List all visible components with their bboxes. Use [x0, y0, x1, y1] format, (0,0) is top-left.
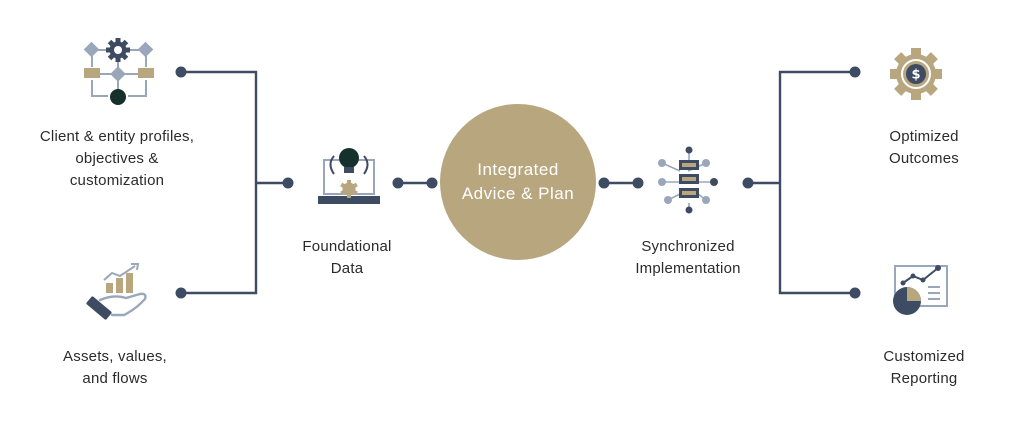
report-trend-point	[920, 277, 926, 283]
network-node	[685, 206, 693, 214]
label-line: and flows	[82, 370, 148, 387]
connector-dots	[175, 66, 861, 299]
lightbulb-base	[344, 167, 354, 173]
trend-arrow	[103, 265, 136, 281]
label-line: Data	[330, 260, 364, 277]
open-hand	[98, 292, 147, 317]
trend-arrow-head	[131, 263, 140, 271]
workflow-gear	[106, 38, 130, 62]
synchronized-implementation-label: Synchronized Implementation	[618, 236, 758, 280]
label-line: Implementation	[635, 260, 741, 277]
client-profiles-label: Client & entity profiles, objectives & c…	[22, 126, 212, 192]
network-node	[710, 178, 718, 186]
small-gear	[340, 180, 358, 198]
label-line: Customized	[883, 348, 965, 365]
right-bracket	[778, 70, 855, 295]
workflow-end-node	[110, 89, 126, 105]
label-line: customization	[69, 172, 165, 189]
report-legend-line	[928, 298, 940, 300]
label-line: Assets, values,	[63, 348, 167, 365]
server-slot	[682, 177, 696, 181]
dollar-coin	[906, 64, 926, 84]
connector-dot	[632, 177, 644, 189]
customized-reporting-label: Customized Reporting	[860, 346, 988, 390]
bulb-glow-right	[363, 155, 369, 175]
network-nodes	[658, 146, 718, 214]
label-line: objectives &	[75, 150, 159, 167]
outcome-gear-ring	[901, 59, 931, 89]
report-trend-point	[910, 273, 916, 279]
chart-bar	[126, 273, 133, 293]
pie-chart-slice	[907, 287, 921, 301]
hub-circle: Integrated Advice & Plan	[440, 104, 596, 260]
report-legend	[928, 286, 940, 300]
outcome-gear: $	[890, 48, 942, 100]
assets-label: Assets, values, and flows	[40, 346, 190, 390]
label-line: Client & entity profiles,	[39, 128, 195, 145]
connector-dot	[426, 177, 438, 189]
connector-dot	[175, 66, 187, 78]
server-slot	[682, 191, 696, 195]
workflow-box	[138, 68, 154, 78]
connector-dot	[849, 287, 861, 299]
report-legend-line	[928, 286, 940, 288]
connector-dot	[849, 66, 861, 78]
report-trend-points	[900, 265, 941, 286]
dollar-sign-icon: $	[911, 68, 920, 83]
chart-bars	[106, 273, 133, 293]
workflow-boxes	[84, 68, 154, 78]
foundational-data-label: Foundational Data	[282, 236, 412, 280]
network-node	[664, 196, 672, 204]
connector-dot	[598, 177, 610, 189]
chart-bar	[116, 278, 123, 293]
hub-label-line: Advice & Plan	[461, 184, 575, 203]
chart-bar	[106, 283, 113, 293]
network-node	[702, 159, 710, 167]
server-slots	[682, 163, 696, 195]
report-legend-line	[928, 292, 940, 294]
report-trend-point	[935, 265, 941, 271]
workflow-box	[84, 68, 100, 78]
connector-strokes	[181, 70, 855, 295]
connector-dot	[392, 177, 404, 189]
small-gear-body	[342, 182, 356, 196]
optimized-outcomes-label: Optimized Outcomes	[860, 126, 988, 170]
network-node	[658, 178, 666, 186]
workflow-diamond	[137, 41, 154, 58]
report-board	[894, 265, 948, 307]
bulb-glow-left	[329, 155, 335, 175]
label-line: Reporting	[890, 370, 958, 387]
label-line: Synchronized	[641, 238, 735, 255]
label-line: Outcomes	[889, 150, 959, 167]
connector-dot	[175, 287, 187, 299]
network-node	[658, 159, 666, 167]
label-line: Foundational	[302, 238, 392, 255]
lightbulb	[339, 148, 359, 168]
hub-label-line: Integrated	[477, 160, 559, 179]
network-node	[685, 146, 693, 154]
connector-dot	[742, 177, 754, 189]
workflow-diamond	[83, 41, 100, 58]
network-node	[702, 196, 710, 204]
report-trend-line	[902, 267, 939, 284]
gear-hole	[114, 46, 122, 54]
workflow-diamonds	[83, 41, 154, 82]
report-trend-point	[900, 280, 906, 286]
workflow-diamond	[110, 66, 126, 82]
label-line: Optimized	[889, 128, 959, 145]
laptop-base	[318, 196, 380, 204]
server-slot	[682, 163, 696, 167]
hub-label: Integrated Advice & Plan	[448, 158, 588, 206]
connector-dot	[282, 177, 294, 189]
hand-sleeve	[86, 296, 112, 320]
